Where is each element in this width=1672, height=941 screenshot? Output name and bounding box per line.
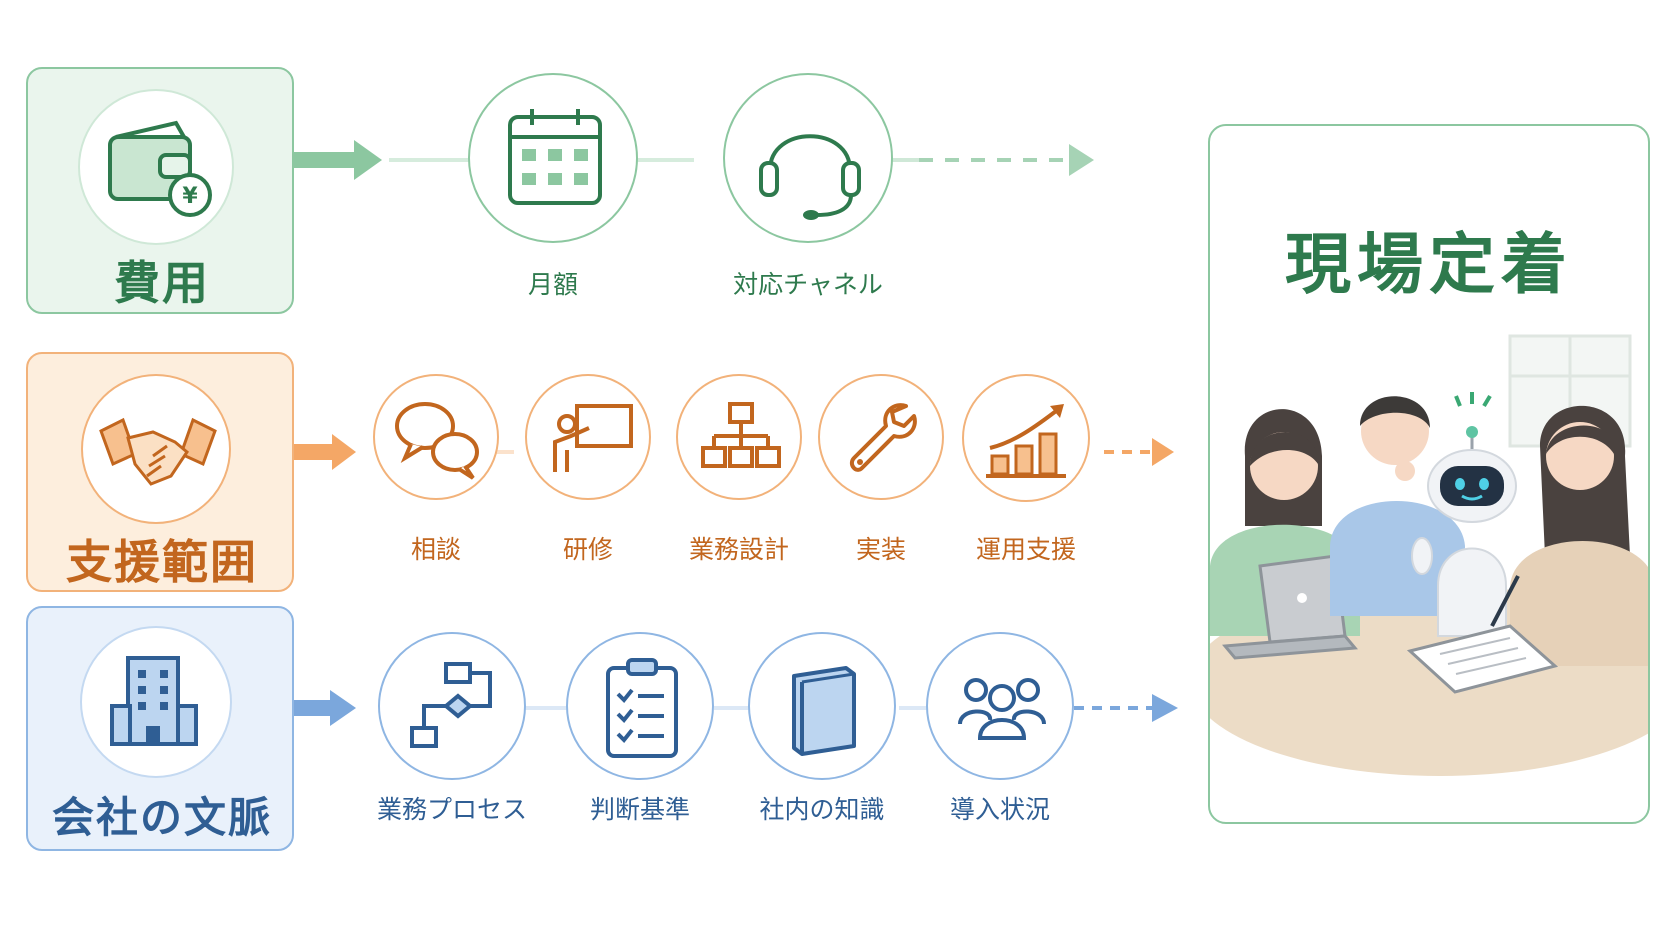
node-monthly-fee [468,73,638,243]
presentation-icon [553,404,633,472]
wallet-yen-icon: ¥ [108,120,212,217]
category-icon-circle-cost: ¥ [78,89,234,245]
category-card-support: 支援範囲 [26,352,294,592]
wrench-icon [849,403,917,472]
category-label-cost: 費用 [114,256,210,310]
node-support-channel [723,73,893,243]
node-label-consultation: 相談 [410,535,461,564]
node-business-process [378,632,526,780]
building-icon [110,656,198,746]
chat-bubbles-icon [395,402,479,480]
node-internal-knowledge [748,632,896,780]
row-connector-support [294,434,1174,470]
node-label-monthly-fee: 月額 [527,270,578,299]
node-label-implementation: 実装 [855,535,906,564]
node-label-training: 研修 [562,535,613,564]
node-label-business-process: 業務プロセス [376,795,527,824]
org-chart-icon [701,402,781,468]
growth-chart-icon [986,404,1066,478]
row-connector-cost [294,140,1094,180]
book-icon [792,666,856,756]
flowchart-icon [410,662,492,748]
node-label-operation-support: 運用支援 [975,535,1076,564]
node-training [525,374,651,500]
node-label-support-channel: 対応チャネル [733,270,883,299]
result-title: 現場定着 [1285,226,1573,303]
checklist-icon [606,658,678,758]
node-decision-criteria [566,632,714,780]
node-label-adoption-status: 導入状況 [949,795,1050,824]
node-label-business-design: 業務設計 [688,535,789,564]
category-label-context: 会社の文脈 [51,793,272,842]
svg-text:¥: ¥ [182,184,198,209]
node-business-design [676,374,802,500]
category-card-context: 会社の文脈 [26,606,294,851]
category-card-cost: ¥ 費用 [26,67,294,314]
node-consultation [373,374,499,500]
node-implementation [818,374,944,500]
node-label-internal-knowledge: 社内の知識 [759,795,885,824]
row-connector-context [294,690,1178,726]
category-icon-circle-context [80,626,232,778]
people-group-icon [958,678,1046,740]
node-operation-support [962,374,1090,502]
headset-icon [759,134,861,220]
node-label-decision-criteria: 判断基準 [589,795,690,824]
result-panel: 現場定着 [1208,124,1650,824]
team-meeting-with-robot-illustration [1210,334,1648,776]
category-label-support: 支援範囲 [66,535,258,589]
node-adoption-status [926,632,1074,780]
handshake-icon [99,417,217,486]
category-icon-circle-support [81,374,231,524]
calendar-icon [508,109,602,205]
